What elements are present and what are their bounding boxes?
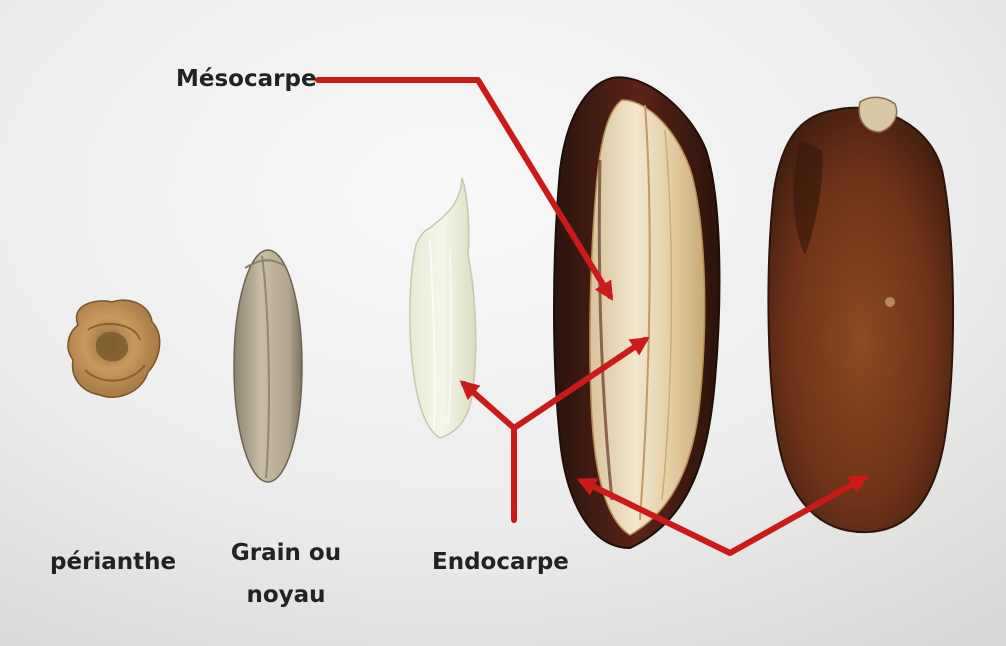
endocarp-label: Endocarpe [432, 547, 569, 577]
seed-object [234, 250, 302, 482]
perianth-label: périanthe [50, 547, 176, 577]
whole-date-object [768, 97, 953, 532]
seed-label-line2: noyau [226, 580, 346, 610]
cut-date-object [554, 77, 719, 548]
mesocarp-label: Mésocarpe [176, 64, 317, 94]
seed-label-line1: Grain ou [226, 538, 346, 568]
